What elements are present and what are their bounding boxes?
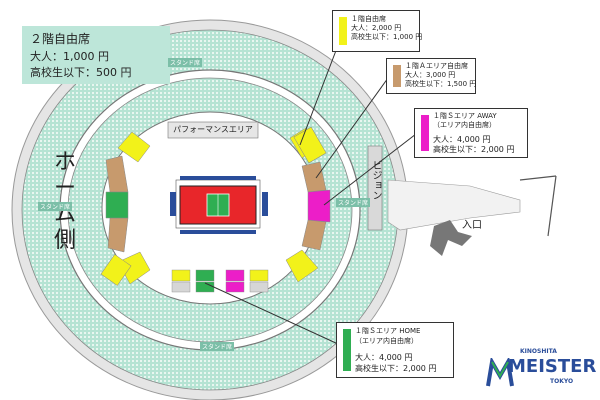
legend-1f-free-adult: 大人：2,000 円 [351, 24, 402, 32]
legend-1f-a-adult: 大人：3,000 円 [405, 71, 456, 79]
team-logo: KINOSHITA MEISTER TOKYO [486, 346, 597, 394]
floor-block-yellow-2 [249, 269, 269, 282]
floor-block-magenta-2 [225, 281, 245, 293]
stand-label-top: スタンド席 [168, 58, 203, 67]
floor-block-magenta-1 [225, 269, 245, 282]
vision-screen [367, 145, 383, 231]
leader-line-green [204, 282, 339, 345]
legend-1f-s-away-note: （エリア内自由席） [433, 121, 496, 129]
legend-1f-s-home-swatch [343, 329, 351, 371]
yellow-block-lower-left [117, 251, 151, 285]
logo-meister: MEISTER [508, 356, 597, 377]
second-floor-free-seat-panel: ２階自由席 大人：1,000 円 高校生以下：500 円 [22, 26, 170, 84]
floor-block-yellow-1 [171, 269, 191, 282]
legend-1f-a-swatch [393, 65, 401, 87]
performance-area-label: パフォーマンスエリア [173, 125, 253, 134]
logo-kinoshita: KINOSHITA [520, 348, 557, 355]
stand-label-right: スタンド席 [336, 198, 371, 207]
logo-mark-icon [486, 358, 514, 387]
free-seat-student-price: 高校生以下：500 円 [30, 66, 132, 79]
free-seat-adult-price: 大人：1,000 円 [30, 50, 109, 63]
yellow-block-right-top [293, 126, 327, 164]
yellow-block-upper-left [117, 131, 151, 163]
legend-1f-s-home: １階Ｓエリア HOME （エリア内自由席） 大人：4,000 円 高校生以下：2… [336, 322, 454, 378]
legend-1f-s-away-adult: 大人：4,000 円 [433, 135, 491, 144]
entrance-arrow [430, 220, 472, 256]
home-side-char-2: ー [53, 176, 76, 201]
yellow-block-left-bottom [100, 254, 132, 286]
green-home-block [105, 191, 129, 219]
entrance-label: 入口 [462, 220, 482, 231]
legend-1f-a: １階Ａエリア自由席 大人：3,000 円 高校生以下：1,500 円 [386, 58, 476, 94]
magenta-away-block [307, 189, 331, 223]
legend-1f-a-student: 高校生以下：1,500 円 [405, 80, 477, 88]
legend-1f-free-student: 高校生以下：1,000 円 [351, 33, 423, 41]
stand-label-bottom: スタンド席 [200, 342, 235, 351]
legend-1f-s-home-note: （エリア内自由席） [355, 337, 418, 345]
tan-block-right-top [301, 161, 327, 193]
legend-1f-s-away: １階Ｓエリア AWAY （エリア内自由席） 大人：4,000 円 高校生以下：2… [414, 108, 528, 158]
home-side-char-1: ホ [53, 150, 76, 175]
court-bench-bottom [180, 230, 256, 234]
legend-1f-free: １階自由席 大人：2,000 円 高校生以下：1,000 円 [332, 10, 423, 52]
performance-area-box [167, 121, 259, 139]
floor-block-green-1 [195, 269, 215, 282]
floor-block-gray-2 [249, 281, 269, 293]
yellow-block-lower-right [285, 249, 319, 283]
legend-1f-s-away-title: １階Ｓエリア AWAY [433, 112, 497, 120]
free-seat-title: ２階自由席 [30, 32, 91, 46]
leader-line-magenta [323, 133, 417, 206]
legend-1f-a-title: １階Ａエリア自由席 [405, 62, 468, 70]
legend-1f-s-home-student: 高校生以下：2,000 円 [355, 364, 437, 373]
legend-1f-s-home-title: １階Ｓエリア HOME [355, 327, 421, 335]
court-bench-right [262, 192, 268, 216]
leader-line-yellow [299, 39, 341, 146]
legend-1f-s-away-student: 高校生以下：2,000 円 [433, 145, 515, 154]
floor-block-gray-1 [171, 281, 191, 293]
vision-label: ビジョン [370, 160, 381, 200]
entrance-concourse [387, 179, 521, 231]
legend-1f-s-home-adult: 大人：4,000 円 [355, 353, 413, 362]
court-bench-left [170, 192, 176, 216]
legend-1f-free-swatch [339, 17, 347, 45]
legend-1f-s-away-swatch [421, 115, 429, 151]
leader-line-tan [315, 77, 389, 179]
legend-1f-free-title: １階自由席 [351, 15, 386, 23]
stand-label-left: スタンド席 [38, 202, 73, 211]
home-side-char-4: 側 [53, 228, 76, 253]
logo-tokyo: TOKYO [550, 378, 574, 385]
court-bench-top [180, 176, 256, 180]
